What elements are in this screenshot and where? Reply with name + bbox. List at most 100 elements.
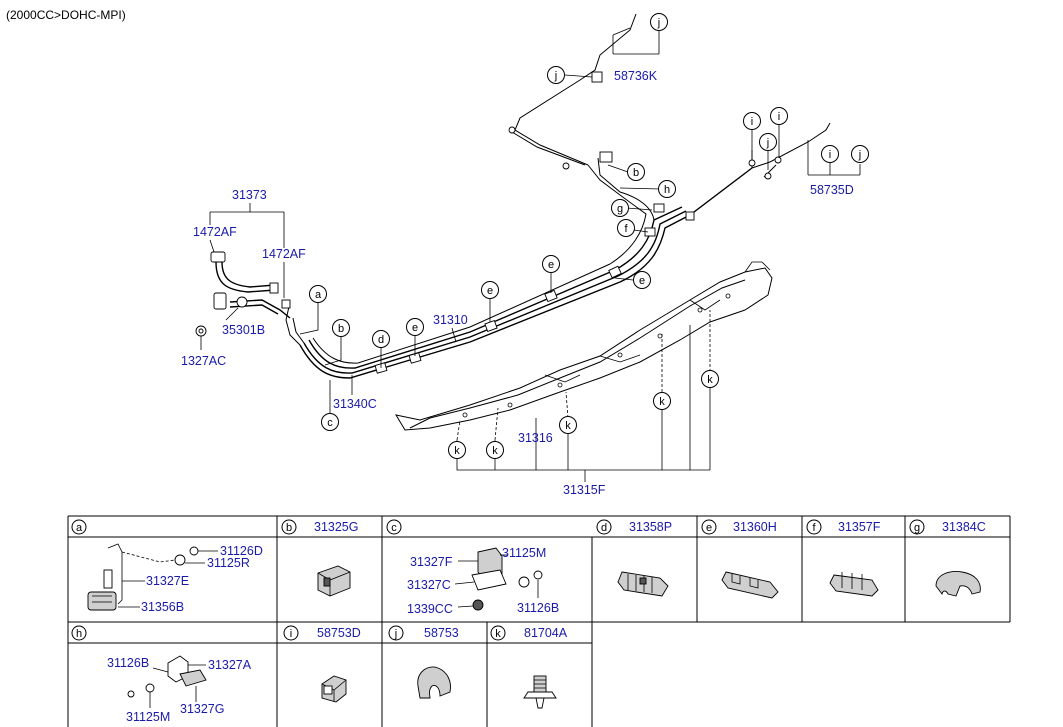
cell-i-part: 58753D [317,626,361,640]
label-31316: 31316 [518,431,553,445]
cell-c-item-2: 31125M [502,546,546,560]
cell-e-header: e 31360H [701,519,777,535]
callout-j-right-1: j [759,133,777,151]
filter-hose-assembly [195,251,291,337]
svg-text:e: e [548,259,554,271]
cell-d-header: d 31358P [596,519,672,535]
cell-c-item-5: 31126B [517,601,559,615]
svg-text:h: h [76,628,82,640]
label-1327ac: 1327AC [181,354,226,368]
svg-text:k: k [492,445,498,457]
callout-e-main-3: e [542,255,560,273]
cell-j-part: 58753 [424,626,459,640]
svg-text:e: e [706,522,712,534]
callout-e-main-1: e [406,318,424,336]
cell-g-header: g 31384C [909,519,986,535]
svg-text:f: f [624,223,628,235]
cell-h-item-1: 31126B [107,656,149,670]
cell-e-body [721,571,779,599]
cell-i-header: i 58753D [283,625,361,641]
cell-h-header: h [71,625,87,641]
cell-h-body: 31126B 31327A 31125M 31327G [107,655,252,724]
cell-d-part: 31358P [629,520,672,534]
callout-k-1: k [448,441,466,459]
label-31340c: 31340C [333,397,377,411]
svg-text:e: e [639,275,645,287]
svg-text:c: c [391,522,397,534]
svg-text:g: g [617,203,623,215]
callout-k-5: k [701,370,719,388]
callout-i-right-2: i [770,107,788,125]
svg-text:j: j [766,137,769,149]
frame-member [394,261,773,431]
cell-k-header: k 81704A [490,625,568,641]
cell-h-item-2: 31327A [208,658,252,672]
label-1472af-left: 1472AF [193,225,237,239]
cell-j-header: j 58753 [388,625,459,641]
callout-k-3: k [559,416,577,434]
callout-f-main: f [617,219,635,237]
svg-text:j: j [394,628,397,640]
svg-text:i: i [290,628,292,640]
label-31310: 31310 [433,313,468,327]
svg-text:k: k [565,420,571,432]
cell-a-item-1: 31126D [220,544,263,558]
cell-a-header: a [71,519,87,535]
cell-c-header: c [386,519,402,535]
cell-i-body [321,675,347,703]
callout-k-2: k [486,441,504,459]
callout-b-main: b [332,319,350,337]
svg-text:d: d [601,522,607,534]
cell-k-part: 81704A [524,626,568,640]
label-58735d: 58735D [810,183,854,197]
svg-text:c: c [327,417,333,429]
cell-b-body [317,565,351,597]
callout-j-top-2: j [547,66,565,84]
callout-h-main: h [658,180,676,198]
cell-e-part: 31360H [733,520,777,534]
svg-text:j: j [858,149,861,161]
cell-h-item-3: 31125M [126,710,170,724]
cell-a-item-4: 31356B [141,600,184,614]
callout-e-main-2: e [481,281,499,299]
svg-text:k: k [454,445,460,457]
callout-e-main-4: e [633,271,651,289]
cell-h-item-4: 31327G [180,702,224,716]
svg-text:a: a [315,289,322,301]
diagram-title: (2000CC>DOHC-MPI) [6,8,126,22]
svg-text:e: e [487,285,493,297]
svg-text:j: j [657,17,660,29]
callout-g-main: g [611,199,629,217]
label-35301b: 35301B [222,323,265,337]
svg-text:h: h [664,184,670,196]
cell-g-body [935,571,981,597]
main-labels: 31373 1472AF 1472AF 35301B 1327AC 31310 … [181,69,854,497]
svg-text:b: b [286,522,292,534]
cell-a-item-2: 31125R [207,556,250,570]
label-58736k: 58736K [614,69,658,83]
cell-j-body [417,666,451,699]
callout-i-right-3: i [821,145,839,163]
cell-f-header: f 31357F [806,519,881,535]
cell-c-body: 31327F 31125M 31327C 1339CC 31126B [407,546,559,616]
cell-c-item-1: 31327F [410,555,453,569]
cell-f-part: 31357F [838,520,881,534]
callout-c-main: c [321,413,339,431]
callout-j-right-2: j [851,145,869,163]
cell-c-item-4: 1339CC [407,602,453,616]
label-31373: 31373 [232,188,267,202]
cell-a-item-3: 31327E [146,574,189,588]
callout-d-main: d [372,330,390,348]
cell-b-part: 31325G [314,520,358,534]
svg-text:k: k [495,628,501,640]
svg-text:e: e [412,322,418,334]
callout-k-4: k [653,392,671,410]
svg-text:i: i [829,149,831,161]
cell-k-body [523,675,557,709]
svg-text:j: j [554,70,557,82]
cell-g-part: 31384C [942,520,986,534]
cell-d-body [617,571,669,597]
parts-table: a b 31325G c d 31358P e 31360H f 31357F [67,515,1011,727]
cell-b-header: b 31325G [281,519,358,535]
